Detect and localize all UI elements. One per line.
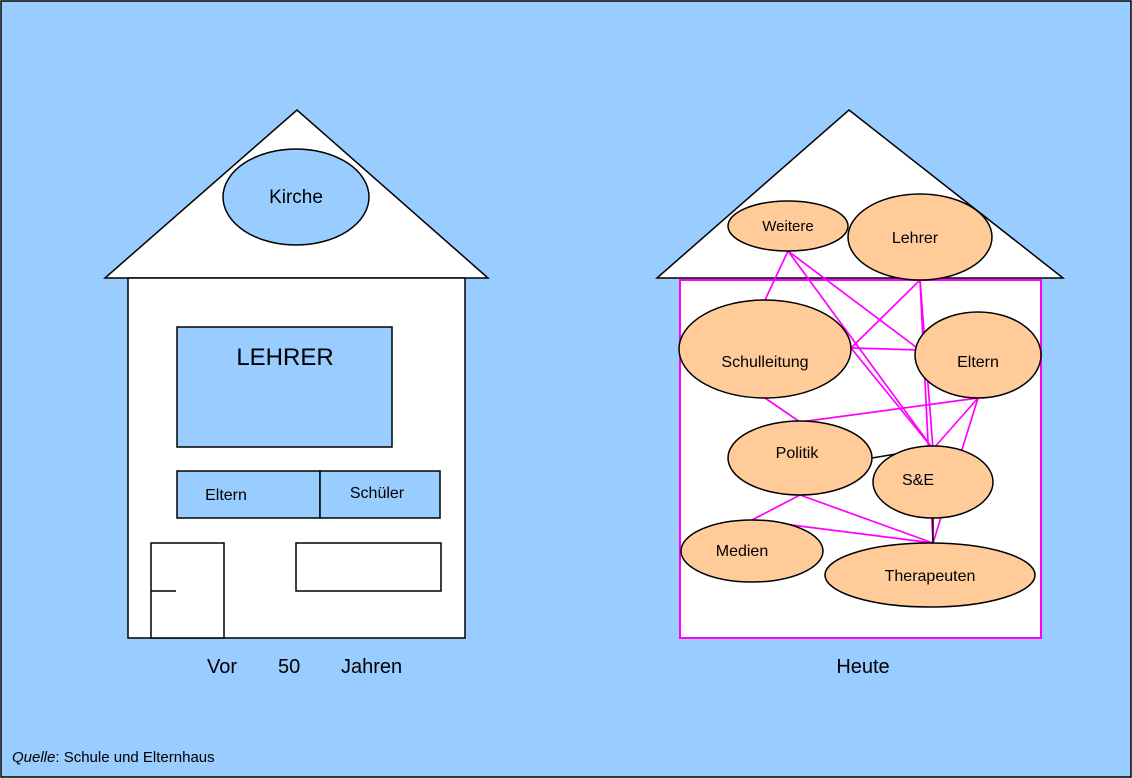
- students-label: Schüler: [350, 485, 405, 502]
- node-weitere: [727, 200, 849, 252]
- link-weitere-eltern: [787, 250, 921, 351]
- new-caption: Heute: [836, 656, 889, 678]
- source-text: : Schule und Elternhaus: [55, 749, 214, 766]
- parents-box: [176, 470, 321, 519]
- teacher-label: LEHRER: [236, 344, 333, 371]
- old-house: Kirche LEHRER Eltern Schüler: [103, 109, 490, 639]
- church-label: Kirche: [269, 187, 323, 208]
- link-eltern-se: [932, 397, 979, 450]
- old-house-window: [295, 542, 442, 592]
- node-lehrer: [847, 193, 993, 281]
- node-politik-label: Politik: [776, 445, 820, 462]
- teacher-box: [176, 326, 393, 448]
- link-politik-therapeuten: [799, 494, 934, 544]
- node-eltern: [914, 311, 1042, 399]
- node-therapeuten: [824, 542, 1036, 608]
- node-schulleitung-label: Schulleitung: [721, 354, 808, 371]
- node-politik: [727, 420, 873, 496]
- node-lehrer-label: Lehrer: [892, 230, 939, 247]
- node-medien: [680, 519, 824, 583]
- node-weitere-label: Weitere: [762, 218, 813, 235]
- node-medien-label: Medien: [716, 543, 768, 560]
- students-box: [319, 470, 441, 519]
- node-se-label: S&E: [902, 472, 934, 489]
- link-weitere-se: [787, 250, 934, 450]
- node-se: [872, 445, 994, 519]
- link-lehrer-schulleitung: [850, 279, 921, 349]
- old-caption-50: 50: [278, 656, 300, 678]
- parents-label: Eltern: [205, 487, 247, 504]
- node-schulleitung: [678, 299, 852, 399]
- link-schulleitung-politik: [764, 397, 801, 423]
- link-politik-medien: [751, 494, 801, 521]
- church-ellipse: [222, 148, 370, 246]
- source-line: Quelle: Schule und Elternhaus: [12, 749, 215, 766]
- new-house: Weitere Lehrer Schulleitung Eltern Polit…: [655, 109, 1066, 639]
- node-eltern-label: Eltern: [957, 354, 999, 371]
- source-label: Quelle: [12, 749, 55, 766]
- link-schulleitung-eltern: [850, 347, 921, 351]
- link-weitere-schulleitung: [764, 250, 789, 301]
- node-therapeuten-label: Therapeuten: [885, 568, 976, 585]
- old-caption-vor: Vor: [207, 656, 237, 678]
- link-schulleitung-se: [850, 347, 934, 450]
- link-politik-eltern: [799, 397, 979, 423]
- old-caption-jahren: Jahren: [341, 656, 402, 678]
